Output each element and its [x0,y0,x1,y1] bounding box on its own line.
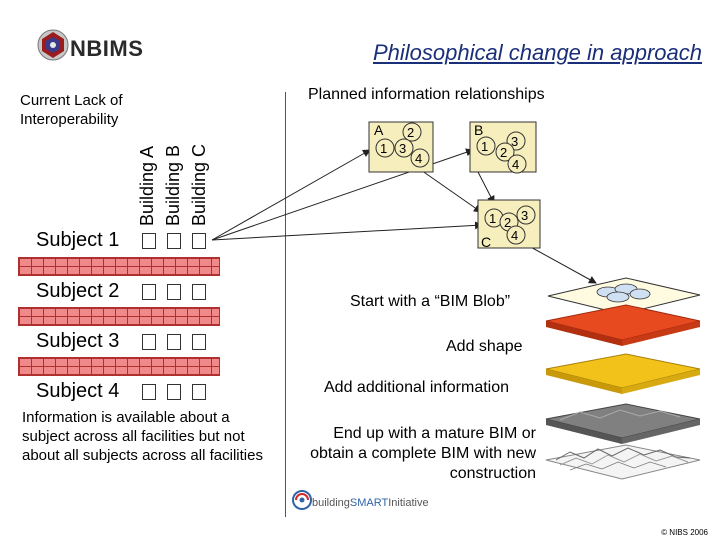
step-mature-text: End up with a mature BIM or obtain a com… [310,425,536,482]
divider [285,92,286,517]
step-info-text: Add additional information [324,379,510,396]
cell-square [167,233,181,249]
cell-square [167,334,181,350]
node-circle [410,148,430,168]
cell-square [142,233,156,249]
node-a-label: A [374,122,384,138]
nbims-logo-icon [37,29,69,61]
node-a-num: 3 [399,141,407,156]
buildingsmart-logo-icon [292,490,312,510]
mature-layer [545,403,701,439]
copyright: © NIBS 2006 [661,528,708,537]
node-b-num: 3 [511,134,519,149]
node-c-num: 1 [489,211,497,226]
node-c-num: 2 [504,215,512,230]
node-circle [375,138,395,158]
cell-square [142,384,156,400]
right-heading: Planned information relationships [308,86,545,103]
left-caption: Information is available about a subject… [22,409,263,464]
info-layer [545,353,701,389]
cell-square [142,284,156,300]
initiative-text: buildingSMARTInitiative [312,497,429,509]
node-circle [516,205,536,225]
node-circle [394,138,414,158]
step-shape-text: Add shape [446,338,523,355]
initiative-brand: SMART [349,497,389,509]
node-c-num: 4 [511,228,519,243]
brick-wall [18,357,220,376]
node-circle [507,154,527,174]
left-heading: Current Lack of Interoperability [20,92,123,128]
cell-square [142,334,156,350]
initiative-suffix: Initiative [388,497,429,509]
cell-square [192,284,206,300]
node-b-num: 2 [500,145,508,160]
node-b-num: 4 [512,157,520,172]
node-a-num: 2 [407,125,415,140]
brick-wall [18,257,220,276]
cell-square [167,384,181,400]
initiative-prefix: building [312,497,350,509]
node-c-label: C [481,234,492,250]
node-circle [402,122,422,142]
subject-3-label: Subject 3 [36,330,120,352]
node-c-num: 3 [521,208,529,223]
node-circle [495,142,515,162]
page-title: Philosophical change in approach [372,40,702,65]
node-circle [506,225,526,245]
brick-wall [18,307,220,326]
step-blob-text: Start with a “BIM Blob” [350,293,511,310]
node-a-num: 4 [415,151,423,166]
subject-4-label: Subject 4 [36,380,120,402]
node-a-num: 1 [380,141,388,156]
cell-square [167,284,181,300]
subject-1-label: Subject 1 [36,229,120,251]
cell-square [192,334,206,350]
node-b-label: B [474,122,484,138]
shape-layer [545,304,701,341]
logo-text: NBIMS [70,36,144,61]
node-b-num: 1 [481,139,489,154]
cell-square [192,384,206,400]
node-circle [476,136,496,156]
subject-2-label: Subject 2 [36,280,120,302]
cell-square [192,233,206,249]
